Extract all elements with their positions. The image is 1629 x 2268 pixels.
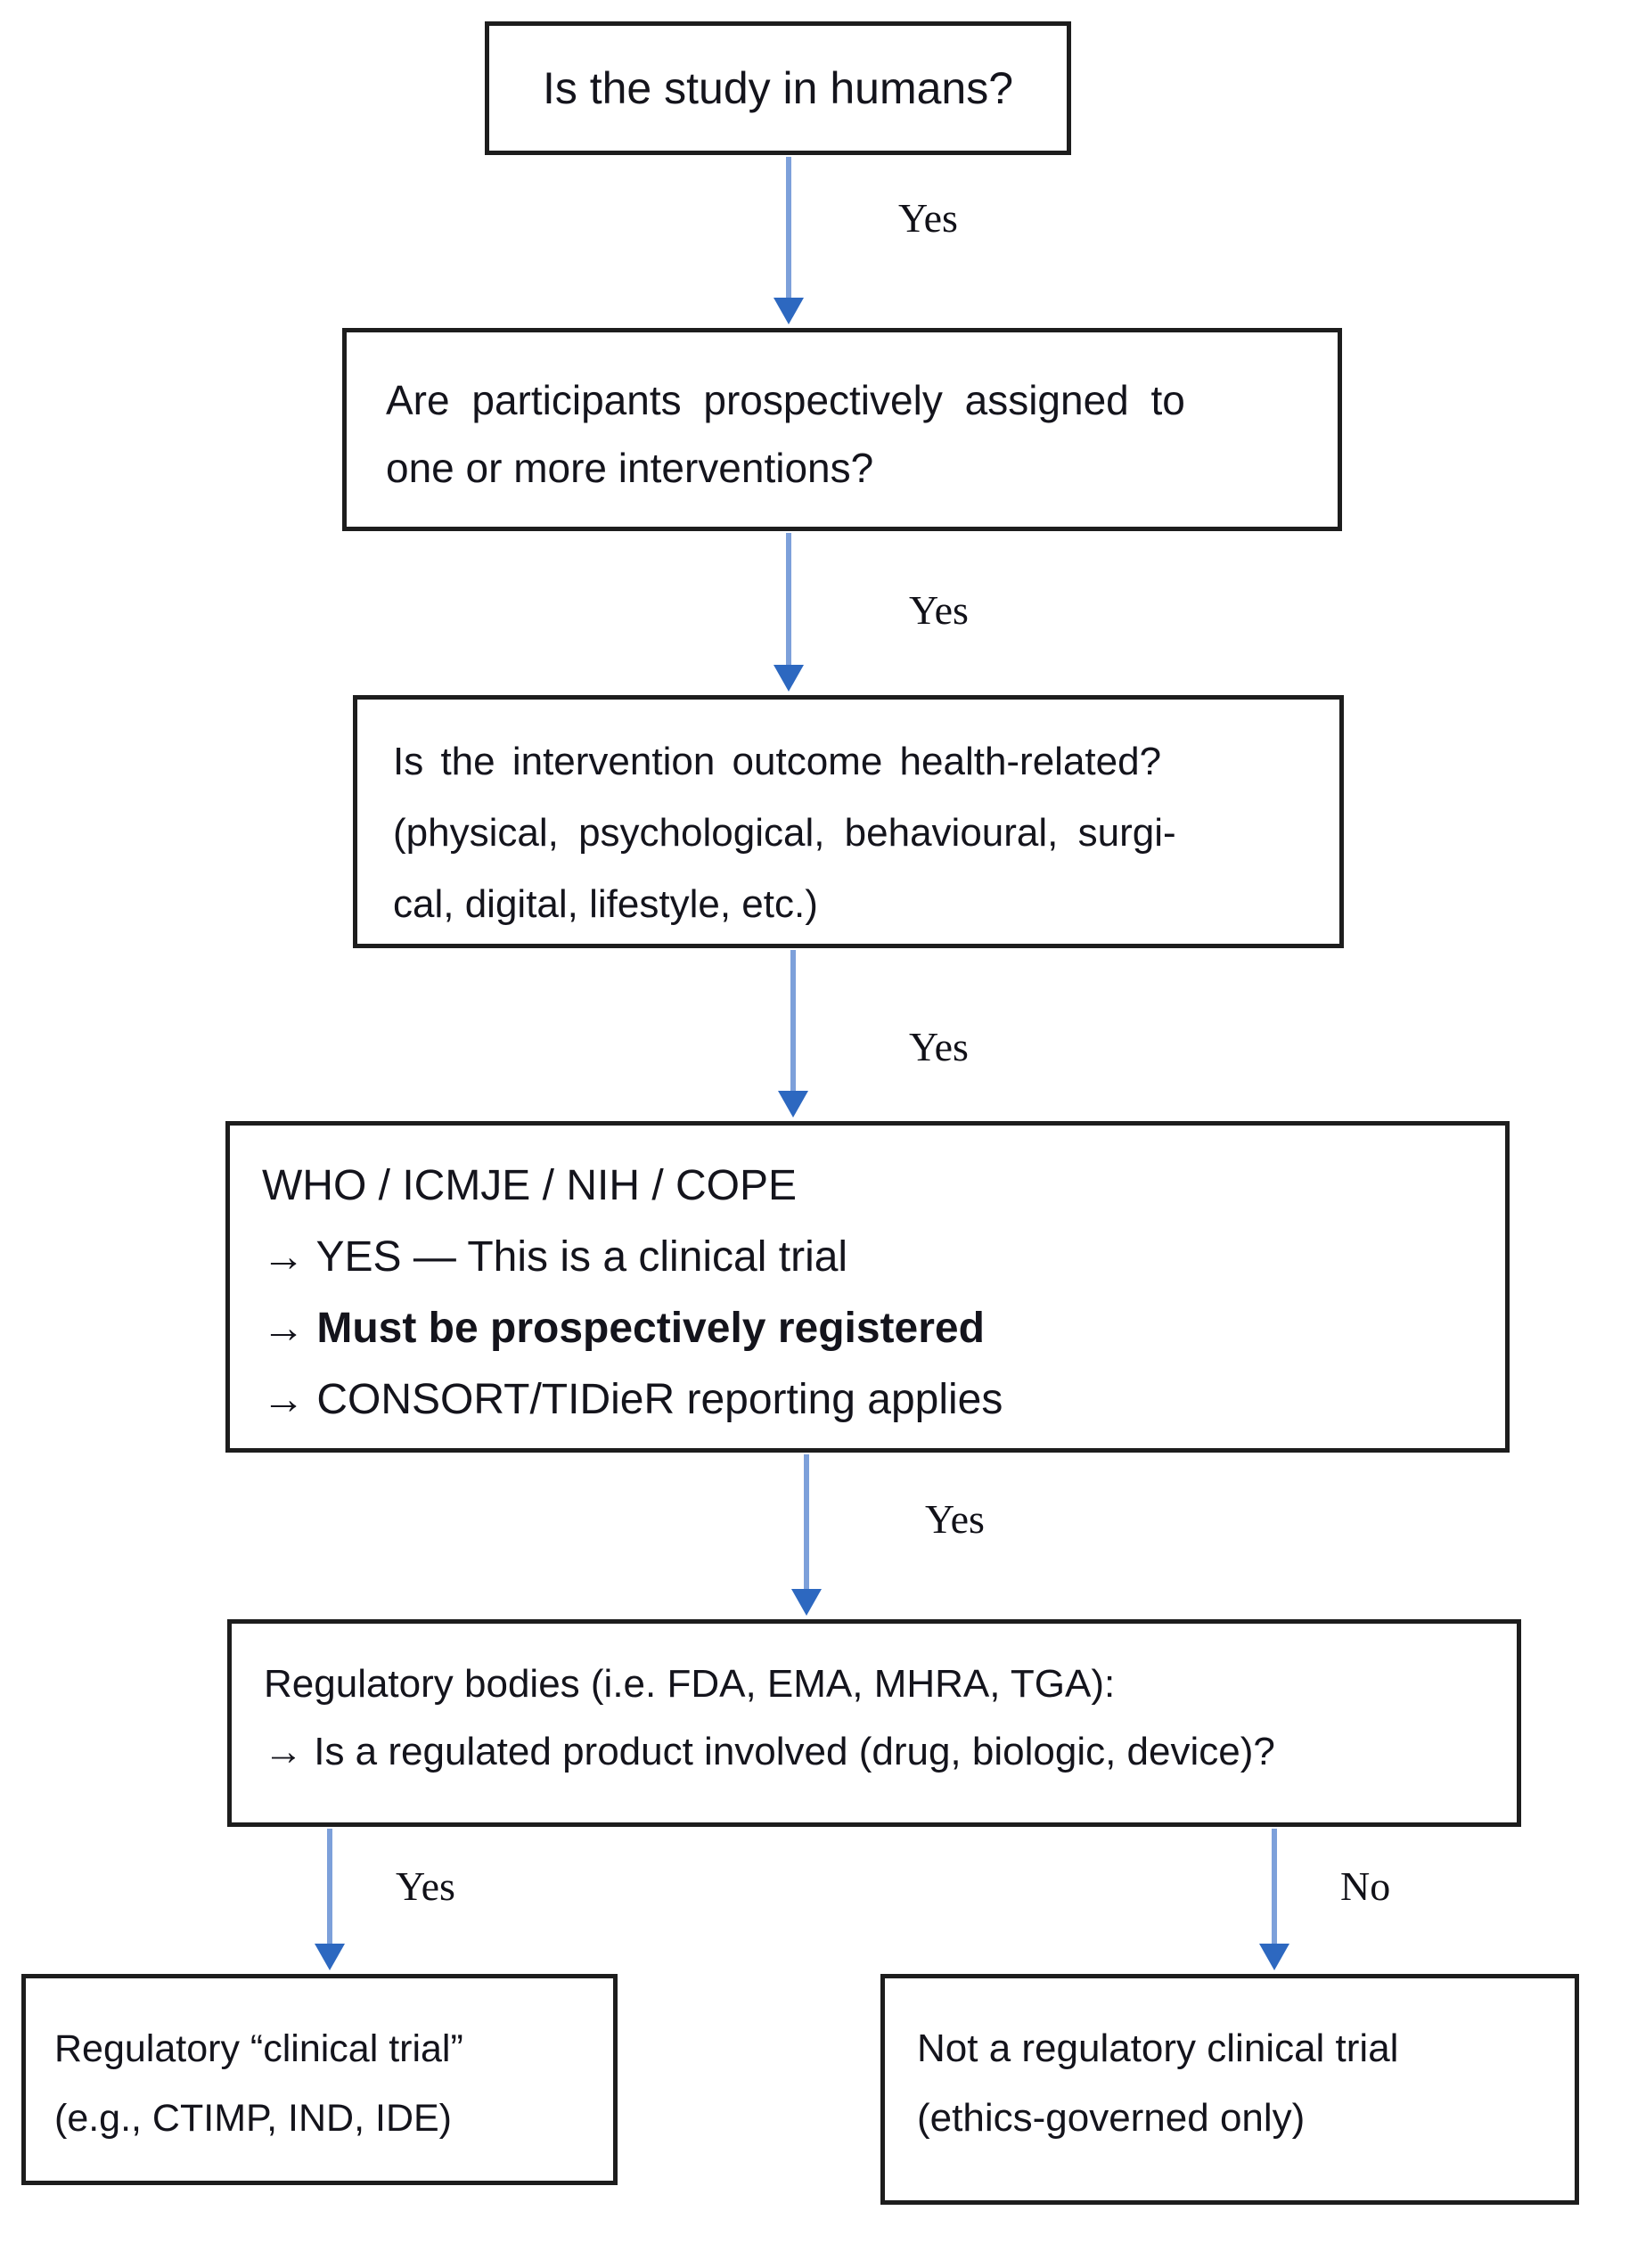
node-regulatory-clinical-trial: Regulatory “clinical trial” (e.g., CTIMP… (21, 1974, 618, 2185)
node-line: → Is a regulated product involved (drug,… (264, 1730, 1275, 1773)
node-line-emphasis: → Must be prospectively registered (262, 1305, 985, 1352)
node-line: (physical, psychological, behavioural, s… (393, 811, 1176, 855)
edge-label-branch-yes: Yes (396, 1863, 455, 1909)
node-line: one or more interventions? (386, 445, 874, 491)
node-line: Is the intervention outcome health-relat… (393, 740, 1162, 783)
node-text: Is the study in humans? (542, 63, 1014, 113)
down-arrow-branch-no-icon (1259, 1829, 1289, 1970)
node-line: (e.g., CTIMP, IND, IDE) (54, 2097, 452, 2140)
node-line: cal, digital, lifestyle, etc.) (393, 882, 818, 926)
node-line: → YES — This is a clinical trial (262, 1233, 848, 1281)
edge-label-yes-3: Yes (909, 1024, 969, 1069)
node-regulatory-bodies: Regulatory bodies (i.e. FDA, EMA, MHRA, … (227, 1619, 1521, 1827)
node-study-in-humans: Is the study in humans? (485, 21, 1071, 155)
node-health-related-outcome: Is the intervention outcome health-relat… (353, 695, 1344, 948)
node-line: Regulatory “clinical trial” (54, 2027, 463, 2070)
down-arrow-4-icon (791, 1454, 822, 1616)
node-line: → CONSORT/TIDieR reporting applies (262, 1376, 1003, 1423)
node-prospectively-assigned: Are participants prospectively assigned … (342, 328, 1342, 531)
edge-label-yes-2: Yes (909, 587, 969, 633)
node-line: WHO / ICMJE / NIH / COPE (262, 1162, 798, 1209)
down-arrow-3-icon (778, 950, 808, 1118)
edge-label-yes-1: Yes (898, 195, 958, 241)
edge-label-yes-4: Yes (925, 1496, 985, 1542)
node-line: Regulatory bodies (i.e. FDA, EMA, MHRA, … (264, 1662, 1116, 1706)
down-arrow-1-icon (774, 157, 804, 324)
edge-label-branch-no: No (1340, 1863, 1391, 1909)
down-arrow-branch-yes-icon (315, 1829, 345, 1970)
down-arrow-2-icon (774, 533, 804, 692)
node-line: (ethics-governed only) (917, 2096, 1306, 2140)
node-line: Are participants prospectively assigned … (386, 377, 1185, 423)
node-not-regulatory-clinical-trial: Not a regulatory clinical trial (ethics-… (880, 1974, 1579, 2205)
node-line: Not a regulatory clinical trial (917, 2026, 1399, 2070)
node-who-icmje-definitions: WHO / ICMJE / NIH / COPE → YES — This is… (225, 1121, 1510, 1453)
